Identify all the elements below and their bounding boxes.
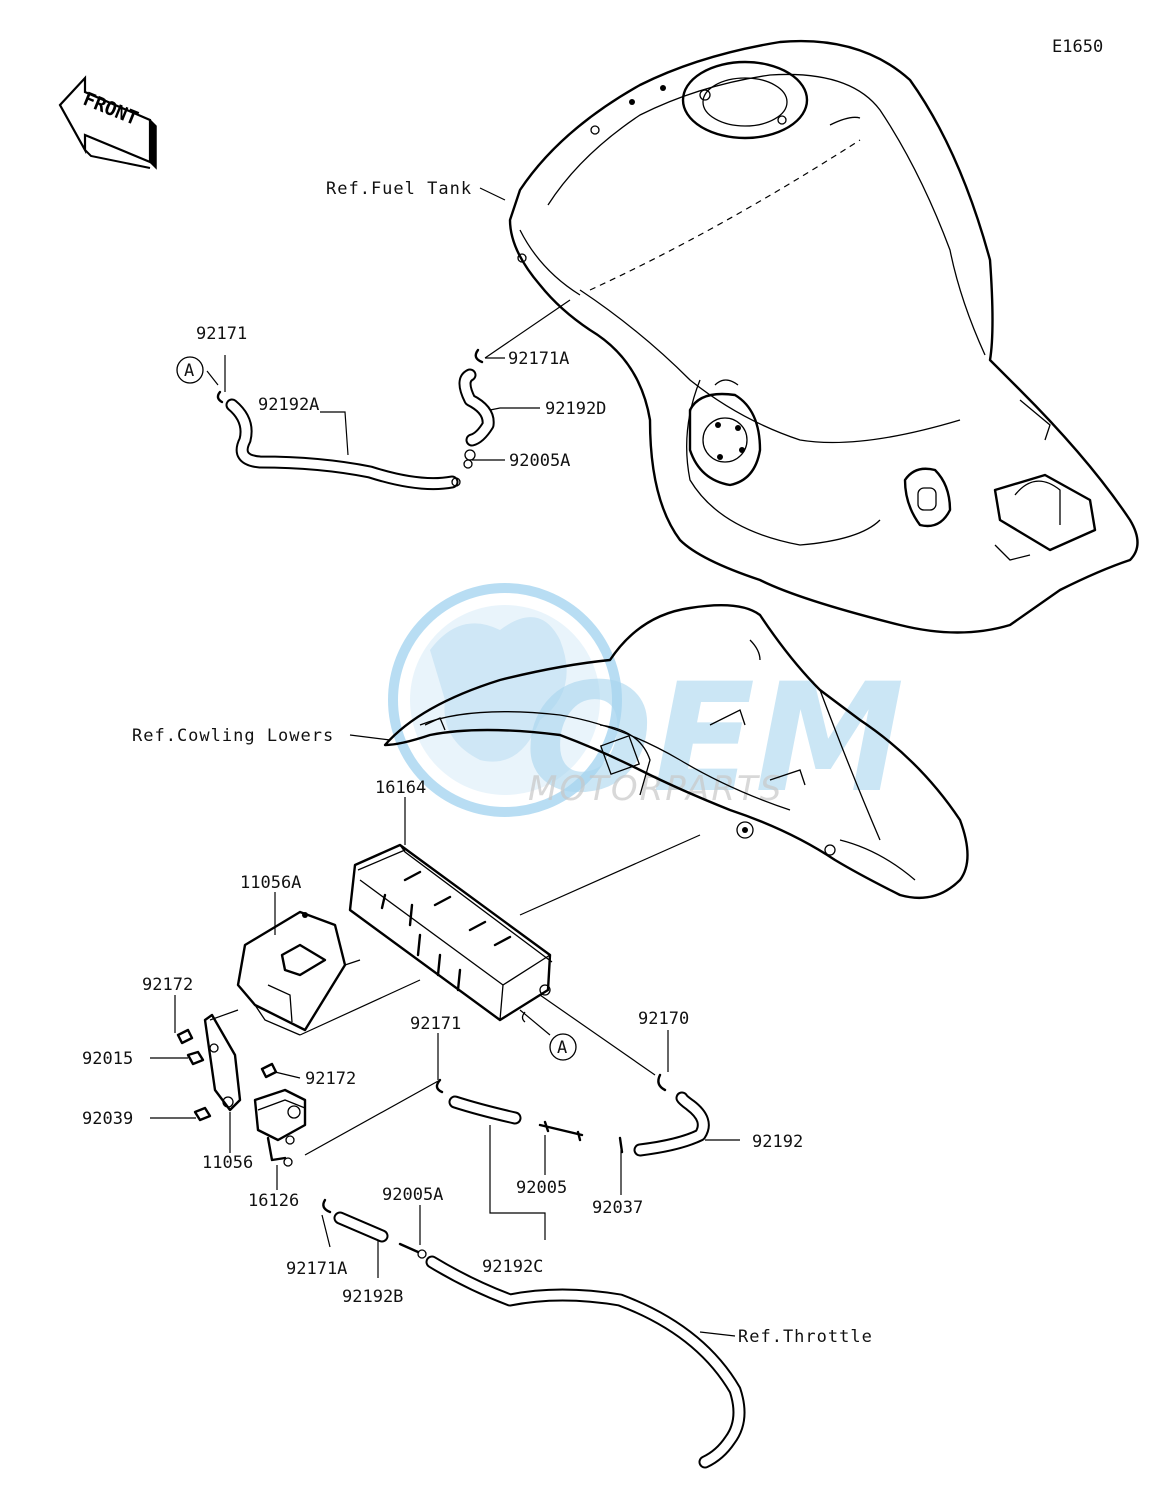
watermark-sub: MOTORPARTS (528, 769, 783, 809)
ref-cowling-lowers: Ref.Cowling Lowers (132, 726, 334, 746)
hose-upper (216, 348, 495, 491)
part-label-92172-left: 92172 (142, 975, 193, 995)
callout-a-bottom-label: A (557, 1038, 567, 1058)
part-label-92037: 92037 (592, 1198, 643, 1218)
part-label-92192a: 92192A (258, 395, 319, 415)
part-label-92171-top: 92171 (196, 324, 247, 344)
part-label-92192: 92192 (752, 1132, 803, 1152)
part-label-92192d: 92192D (545, 399, 606, 419)
watermark-logo: OEM MOTORPARTS (388, 583, 904, 826)
part-label-16126: 16126 (248, 1191, 299, 1211)
part-label-16164: 16164 (375, 778, 426, 798)
part-label-92171a-top: 92171A (508, 349, 569, 369)
solenoid-valve (253, 1088, 307, 1167)
part-label-92172-mid: 92172 (305, 1069, 356, 1089)
part-label-92171-mid: 92171 (410, 1014, 461, 1034)
part-label-92005a-bottom: 92005A (382, 1185, 443, 1205)
watermark-brand: OEM (525, 652, 904, 826)
part-label-11056: 11056 (202, 1153, 253, 1173)
callout-a-bottom: A (549, 1033, 577, 1061)
fuel-tank (508, 39, 1139, 634)
callout-a-top: A (176, 356, 204, 384)
leader-lines (150, 187, 740, 1337)
canister (348, 843, 553, 1023)
ref-fuel-tank: Ref.Fuel Tank (326, 179, 472, 199)
hose-lower (322, 1073, 746, 1469)
bracket-11056 (203, 1013, 242, 1112)
part-label-92005: 92005 (516, 1178, 567, 1198)
callout-a-top-label: A (184, 361, 194, 381)
part-label-92171a-bottom: 92171A (286, 1259, 347, 1279)
part-label-11056a: 11056A (240, 873, 301, 893)
part-label-92005a-top: 92005A (509, 451, 570, 471)
diagram-code: E1650 (1052, 37, 1103, 57)
fasteners (176, 1028, 278, 1122)
part-label-92192c: 92192C (482, 1257, 543, 1277)
front-arrow-icon: FRONT (58, 75, 157, 170)
part-label-92170: 92170 (638, 1009, 689, 1029)
cowling-lowers (383, 604, 969, 899)
part-label-92039: 92039 (82, 1109, 133, 1129)
part-label-92192b: 92192B (342, 1287, 403, 1307)
part-label-92015: 92015 (82, 1049, 133, 1069)
ref-throttle: Ref.Throttle (738, 1327, 873, 1347)
bracket-11056a (236, 910, 347, 1036)
